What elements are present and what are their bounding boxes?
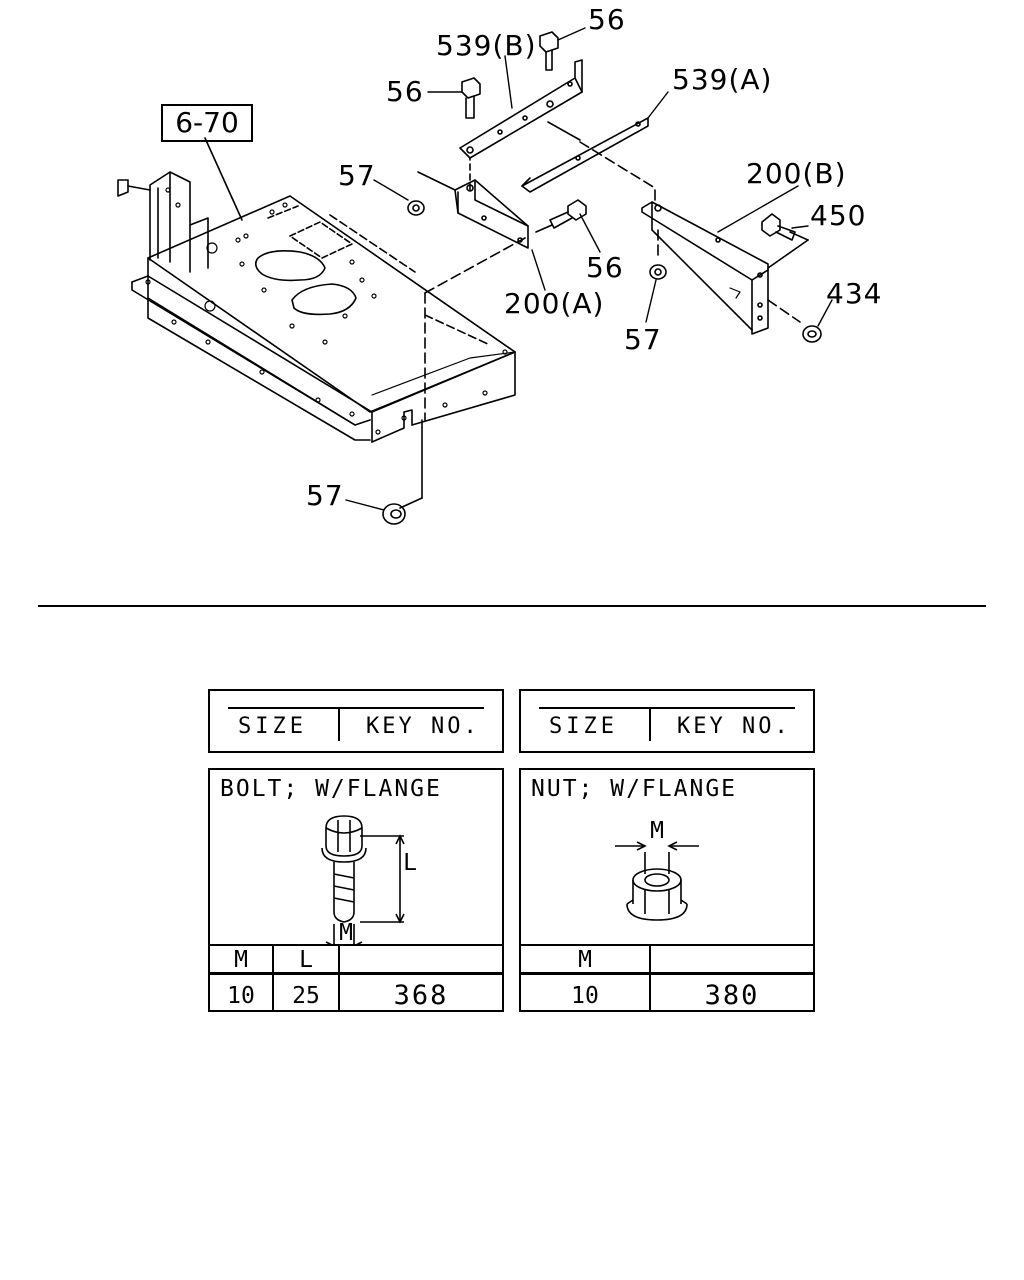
bolt-dim-l: L xyxy=(403,850,417,876)
callout-434: 434 xyxy=(826,277,883,310)
callout-56-left: 56 xyxy=(386,75,424,108)
bolt-450 xyxy=(761,213,796,241)
reference-page-box: 6-70 xyxy=(161,104,253,142)
nut-flange-icon xyxy=(615,841,699,921)
bolt-56-top xyxy=(539,31,559,71)
bolt-dim-m: M xyxy=(339,920,353,946)
callout-56-top: 56 xyxy=(588,3,626,36)
bolt-header-size: SIZE xyxy=(238,714,307,739)
nut-row-m: 10 xyxy=(571,983,599,1009)
bolt-row-m: 10 xyxy=(227,983,255,1009)
callout-leaders xyxy=(345,27,833,511)
nut-57-right xyxy=(649,264,667,280)
bolt-key-no: 368 xyxy=(393,980,449,1011)
ref-leader xyxy=(204,137,243,221)
callout-539a: 539(A) xyxy=(672,63,773,96)
nut-57-upper xyxy=(407,200,425,216)
exploded-view-drawing xyxy=(117,27,833,525)
strap-539a xyxy=(521,117,656,193)
frame-holes xyxy=(145,187,508,435)
bolt-row-l: 25 xyxy=(292,983,320,1009)
bracket-200b xyxy=(641,201,769,335)
nut-header-size: SIZE xyxy=(549,714,618,739)
bolt-title: BOLT; W/FLANGE xyxy=(220,776,442,802)
bolt-56-left xyxy=(461,77,481,119)
nut-title: NUT; W/FLANGE xyxy=(531,776,738,802)
callout-200a: 200(A) xyxy=(504,287,605,320)
bolt-header-key: KEY NO. xyxy=(366,714,480,739)
callout-450: 450 xyxy=(810,199,867,232)
callout-57-right: 57 xyxy=(624,323,662,356)
nut-57-bottom xyxy=(382,503,406,525)
bolt-56-mid xyxy=(549,199,587,229)
parts-diagram: 6-70 539(B) 56 56 539(A) 57 200(B) 450 5… xyxy=(0,0,1024,600)
bracket-200a xyxy=(417,157,529,249)
nut-spec-table: NUT; W/FLANGE M M 10 380 xyxy=(519,768,815,1012)
callout-57-bottom: 57 xyxy=(306,479,344,512)
nut-dim-m: M xyxy=(650,818,664,844)
nut-col-m: M xyxy=(578,947,592,973)
bolt-flange-icon xyxy=(302,815,405,946)
callout-200b: 200(B) xyxy=(746,157,847,190)
frame-assembly xyxy=(117,171,516,443)
nut-key-no: 380 xyxy=(704,980,760,1011)
bolt-col-l: L xyxy=(299,947,313,973)
assembly-lines xyxy=(399,189,809,509)
callout-539b: 539(B) xyxy=(436,29,537,62)
section-divider xyxy=(38,605,986,607)
bolt-spec-table: BOLT; W/FLANGE L M M L 10 25 368 xyxy=(208,768,504,1012)
bolt-size-header: SIZE KEY NO. xyxy=(208,689,504,753)
callout-57-upper: 57 xyxy=(338,159,376,192)
strap-539b xyxy=(459,59,583,159)
nut-434 xyxy=(802,325,822,343)
callout-56-mid: 56 xyxy=(586,251,624,284)
nut-size-header: SIZE KEY NO. xyxy=(519,689,815,753)
bolt-col-m: M xyxy=(234,947,248,973)
nut-header-key: KEY NO. xyxy=(677,714,791,739)
